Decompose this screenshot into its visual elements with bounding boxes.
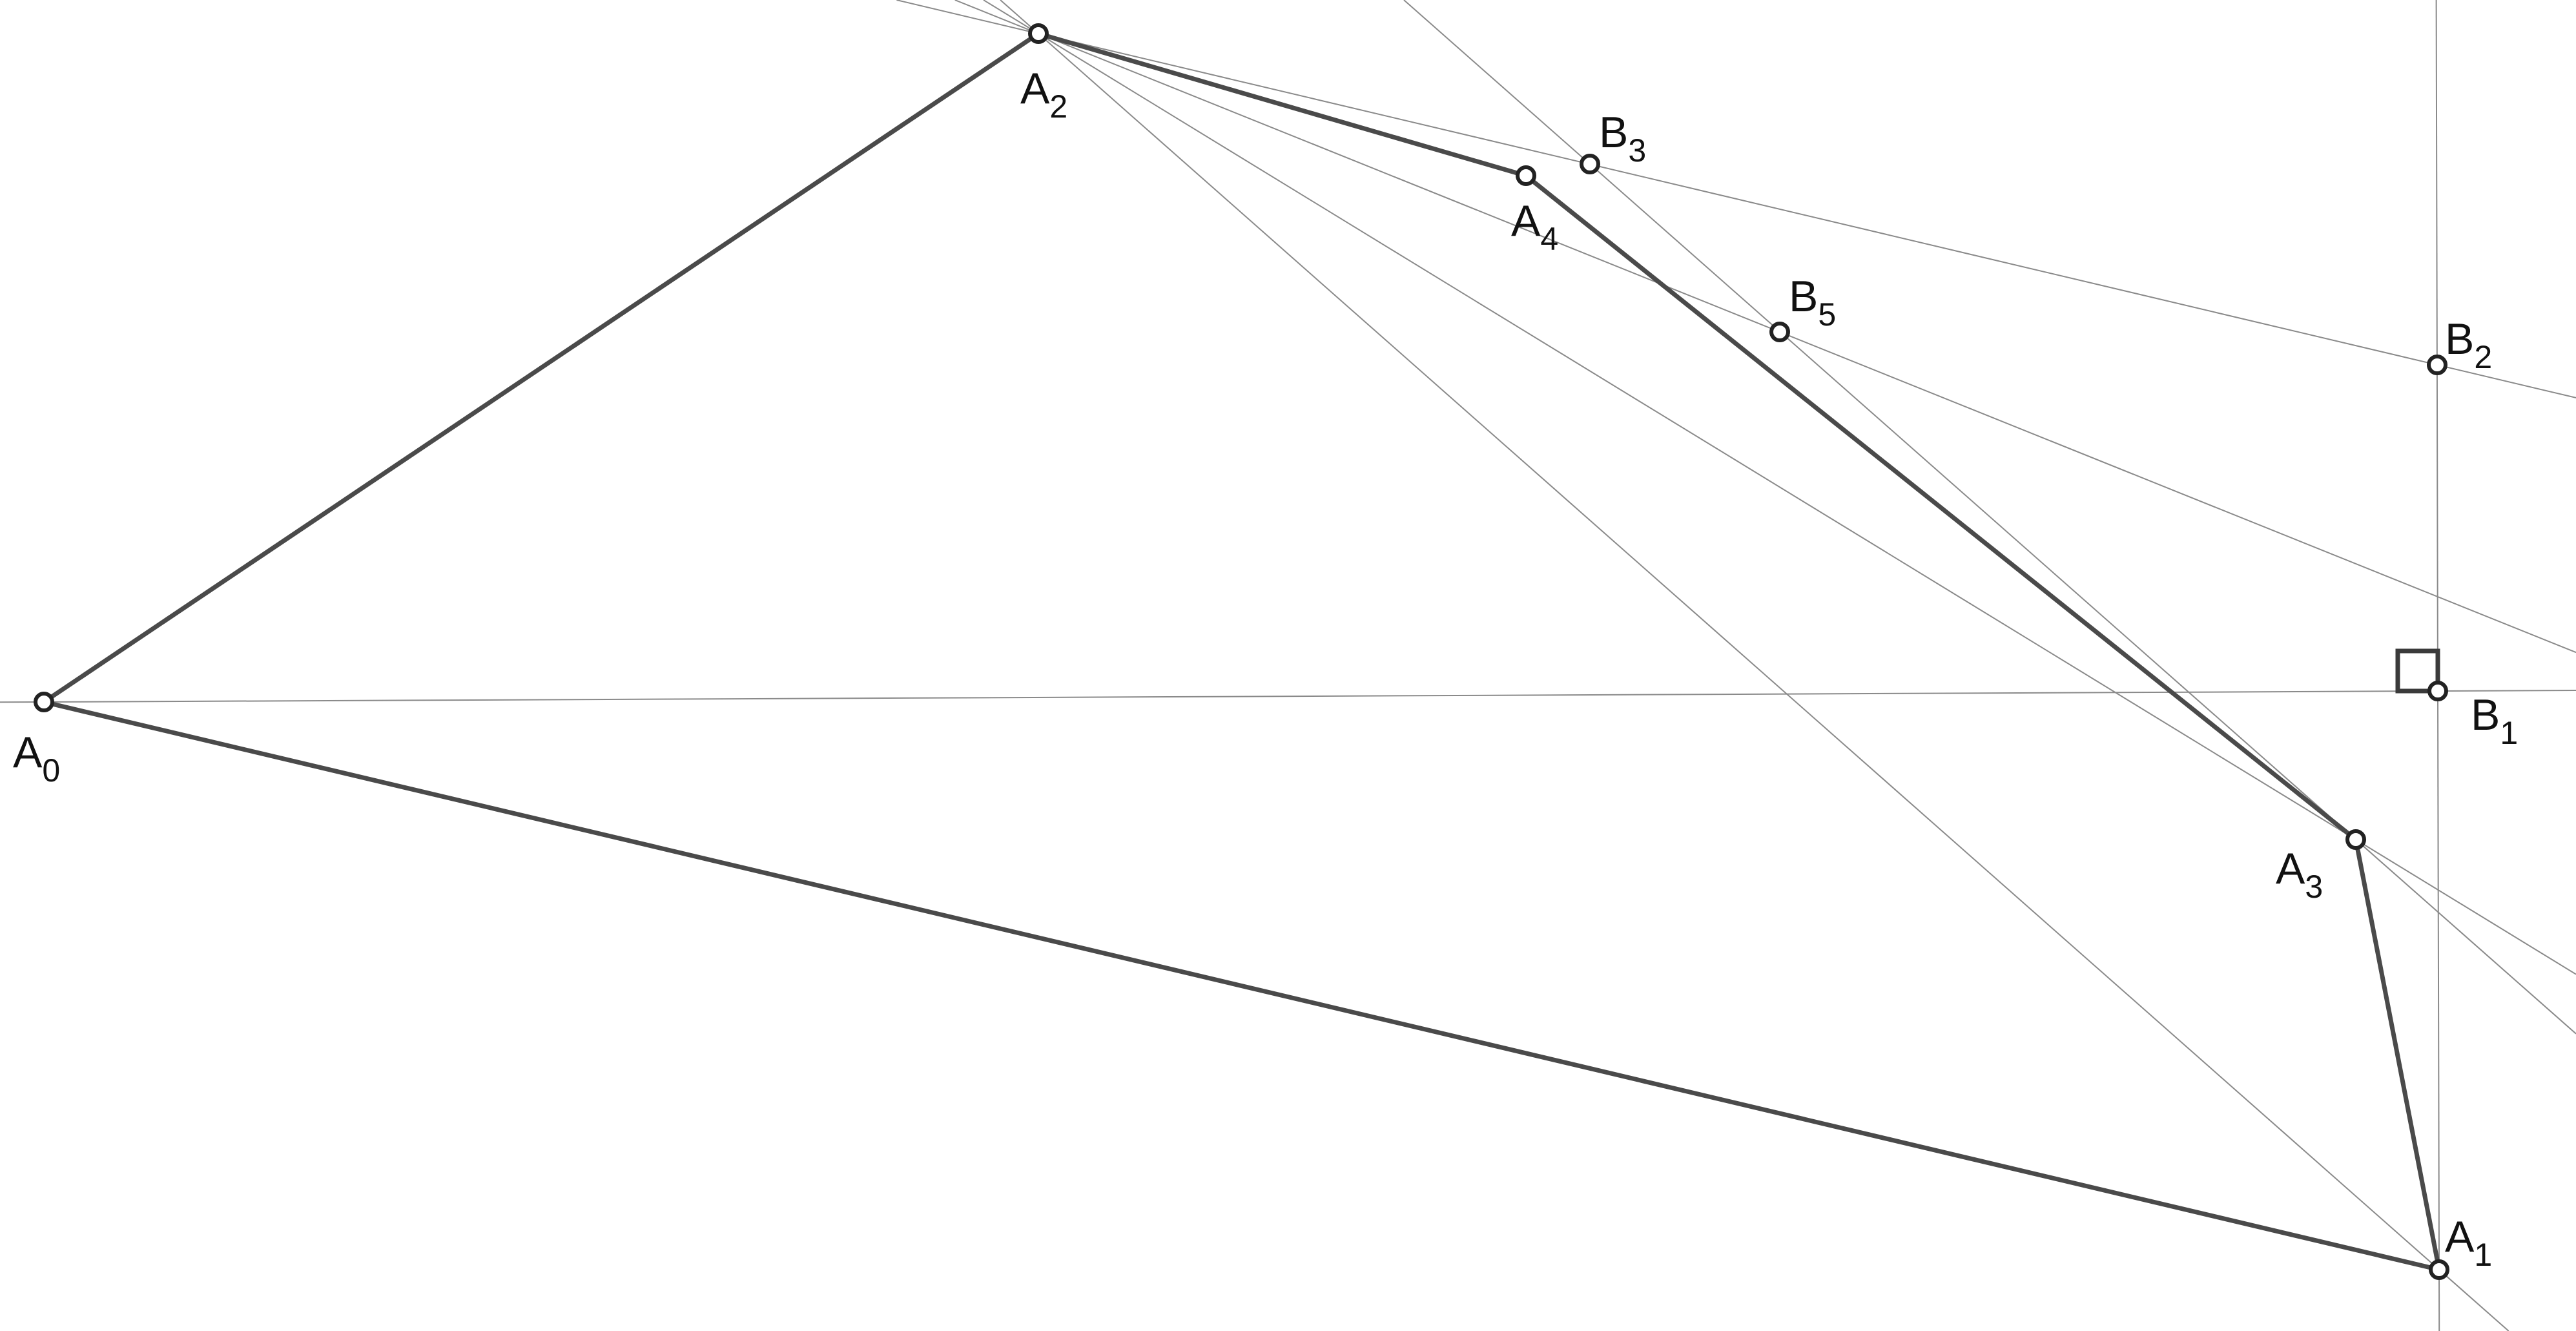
polygon-edge-A3-A1 xyxy=(2353,837,2442,1272)
label-A4: A4 xyxy=(1511,196,1558,257)
label-B2: B2 xyxy=(2445,315,2492,375)
label-A2: A2 xyxy=(1020,64,1067,125)
label-subscript: 5 xyxy=(1818,296,1836,333)
label-A3: A3 xyxy=(2276,844,2323,905)
construction-line-A2-A3 xyxy=(983,0,2576,975)
label-letter: B xyxy=(1789,272,1818,321)
polygon-edge-A2-A4 xyxy=(1036,31,1529,178)
label-letter: A xyxy=(2276,844,2305,893)
label-A0: A0 xyxy=(13,728,60,789)
point-A0 xyxy=(34,692,54,712)
polygon-edge-A4-A3 xyxy=(1523,173,2358,842)
right-angle-marker xyxy=(2395,648,2440,694)
label-letter: A xyxy=(2445,1212,2475,1261)
label-subscript: 2 xyxy=(2474,339,2492,375)
label-letter: B xyxy=(1599,108,1628,157)
label-subscript: 1 xyxy=(2474,1237,2492,1273)
polygon-edges xyxy=(41,31,2442,1272)
point-B5 xyxy=(1769,322,1790,342)
point-A2 xyxy=(1028,23,1049,44)
label-letter: B xyxy=(2471,690,2500,739)
construction-line-A2-B5 xyxy=(954,0,2576,654)
label-letter: A xyxy=(1511,196,1541,245)
right-angle-square xyxy=(2395,648,2440,694)
label-B5: B5 xyxy=(1789,272,1836,333)
points xyxy=(34,23,2449,1280)
label-subscript: 0 xyxy=(42,752,60,789)
label-letter: B xyxy=(2445,315,2474,364)
construction-line-A2-A1 xyxy=(1000,0,2509,1331)
polygon-edge-A1-A0 xyxy=(41,699,2442,1272)
point-A4 xyxy=(1516,165,1536,186)
label-subscript: 3 xyxy=(2305,869,2323,905)
label-subscript: 2 xyxy=(1049,88,1067,125)
point-B1 xyxy=(2427,681,2448,701)
polygon-edge-A0-A2 xyxy=(41,31,1041,705)
label-letter: A xyxy=(13,728,43,777)
construction-line-B3-A3 xyxy=(1403,0,2576,1035)
label-subscript: 4 xyxy=(1540,221,1558,257)
construction-line-A2-B2 xyxy=(896,0,2576,398)
point-B2 xyxy=(2427,355,2447,375)
label-subscript: 3 xyxy=(1628,132,1646,169)
label-letter: A xyxy=(1020,64,1050,113)
label-A1: A1 xyxy=(2445,1212,2492,1273)
construction-line-A0-B1 xyxy=(0,690,2576,703)
label-B3: B3 xyxy=(1599,108,1646,169)
label-B1: B1 xyxy=(2471,690,2518,751)
label-subscript: 1 xyxy=(2500,715,2518,751)
point-A3 xyxy=(2345,829,2366,850)
point-A1 xyxy=(2429,1259,2449,1280)
point-B3 xyxy=(1580,154,1600,174)
